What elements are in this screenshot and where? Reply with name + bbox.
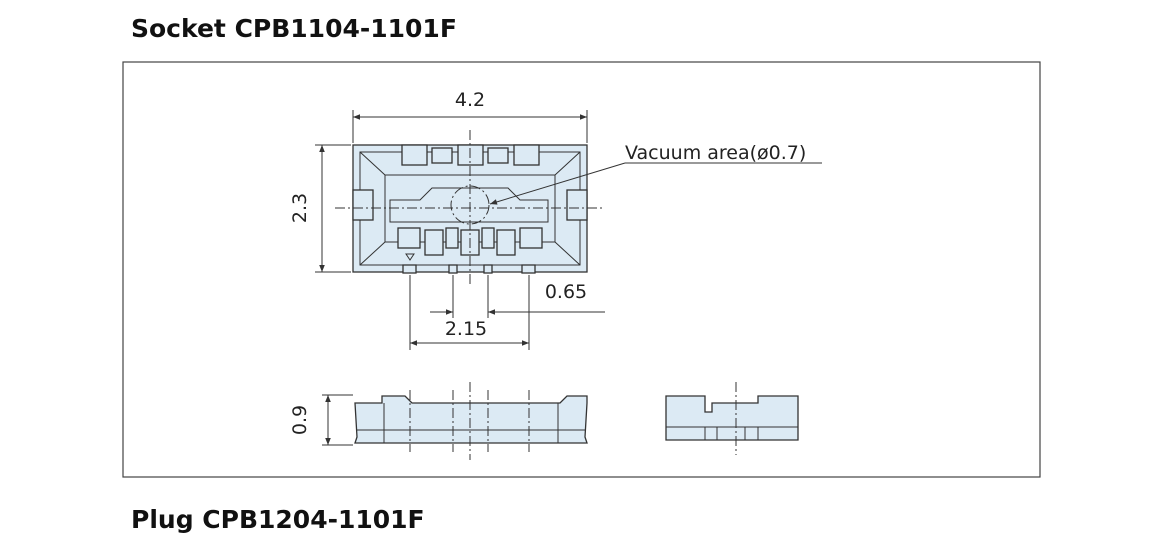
- dim-pin-span: 2.15: [445, 318, 487, 340]
- socket-end-view: [665, 382, 799, 455]
- dim-height: 0.9: [289, 405, 311, 435]
- vacuum-area-label: Vacuum area(ø0.7): [625, 142, 806, 164]
- vacuum-area-circle: [450, 185, 490, 225]
- drawing-frame: [122, 61, 1041, 478]
- dim-width: 4.2: [455, 89, 485, 111]
- socket-title: Socket CPB1104-1101F: [131, 14, 457, 43]
- dim-pitch: 0.65: [545, 281, 587, 303]
- socket-top-view: [335, 130, 605, 285]
- plug-title: Plug CPB1204-1101F: [131, 505, 425, 534]
- dim-depth: 2.3: [289, 193, 311, 223]
- socket-side-view: [354, 382, 588, 460]
